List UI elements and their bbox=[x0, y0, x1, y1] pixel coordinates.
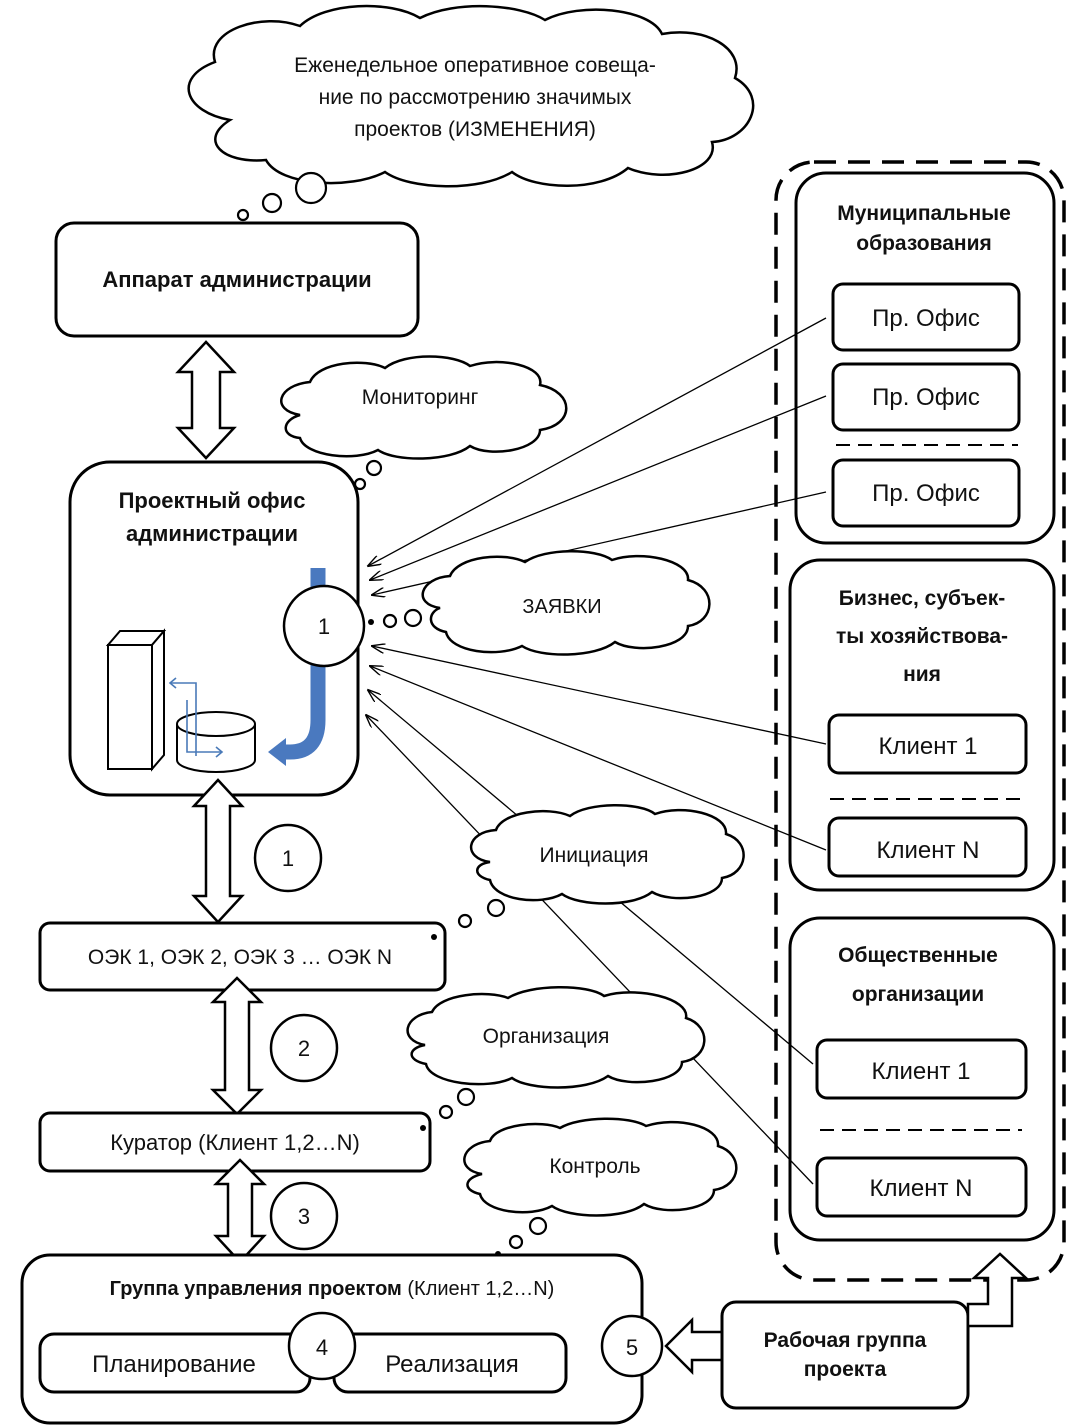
monitoring-label: Мониторинг bbox=[362, 386, 479, 409]
double-arrow-curator-group bbox=[212, 1158, 268, 1264]
curator-label: Куратор (Клиент 1,2…N) bbox=[110, 1130, 360, 1155]
public-client-label-2: Клиент N bbox=[870, 1175, 973, 1202]
arrow-public-n bbox=[366, 715, 814, 1185]
initiation-cloud: Инициация bbox=[470, 804, 745, 905]
project-group-title: Группа управления проектом (Клиент 1,2…N… bbox=[110, 1278, 555, 1300]
step-badge-office bbox=[282, 584, 366, 668]
sync-arrows-icon bbox=[168, 677, 224, 758]
business-title-line1: Бизнес, субъек- bbox=[839, 587, 1005, 610]
planning-label: Планирование bbox=[92, 1351, 256, 1378]
arrow-municipal-1 bbox=[368, 317, 827, 566]
arrow-business-1 bbox=[372, 646, 827, 745]
meeting-text-line2: ние по рассмотрению значимых bbox=[319, 86, 632, 109]
monitoring-cloud: Мониторинг bbox=[280, 355, 568, 460]
database-icon bbox=[176, 711, 256, 773]
step-badge-3 bbox=[269, 1181, 339, 1251]
external-participants-container bbox=[774, 160, 1066, 1282]
organization-cloud: Организация bbox=[406, 986, 706, 1089]
public-orgs-title-line1: Общественные bbox=[838, 944, 998, 967]
project-office-title-line1: Проектный офис bbox=[119, 488, 306, 513]
step-badge-2 bbox=[269, 1013, 339, 1083]
business-client-label-1: Клиент 1 bbox=[879, 733, 978, 760]
double-arrow-apparatus-office bbox=[175, 340, 237, 460]
public-orgs-group: Общественные организации Клиент 1 Клиент… bbox=[788, 916, 1056, 1242]
oek-corner-dot bbox=[431, 934, 437, 940]
initiation-label: Инициация bbox=[540, 844, 649, 867]
business-title-line3: ния bbox=[903, 663, 941, 686]
meeting-cloud: Еженедельное оперативное совеща- ние по … bbox=[187, 4, 755, 188]
requests-label: ЗАЯВКИ bbox=[522, 596, 601, 618]
admin-apparatus-box bbox=[54, 221, 420, 338]
public-client-box-1 bbox=[815, 1038, 1028, 1100]
municipal-office-box-3 bbox=[831, 458, 1021, 528]
step-badge-office-label: 1 bbox=[318, 614, 330, 639]
municipal-office-label-2: Пр. Офис bbox=[872, 384, 980, 411]
control-thought-bubbles bbox=[495, 1216, 548, 1257]
meeting-thought-bubbles bbox=[236, 171, 328, 222]
double-arrow-oek-curator bbox=[209, 976, 265, 1116]
meeting-text-line3: проектов (ИЗМЕНЕНИЯ) bbox=[354, 118, 596, 141]
process-flow-arrow-icon bbox=[268, 568, 326, 766]
control-label: Контроль bbox=[549, 1155, 640, 1178]
municipal-title-line2: образования bbox=[856, 232, 991, 255]
work-group-line2: проекта bbox=[804, 1358, 887, 1381]
business-client-label-2: Клиент N bbox=[877, 837, 980, 864]
step-badge-1 bbox=[253, 823, 323, 893]
organization-thought-bubbles bbox=[423, 1087, 476, 1127]
arrow-business-n bbox=[370, 666, 827, 851]
double-arrow-office-oek bbox=[191, 778, 245, 924]
municipal-office-box-1 bbox=[831, 282, 1021, 352]
business-client-box-1 bbox=[827, 713, 1028, 775]
step-badge-3-label: 3 bbox=[298, 1204, 310, 1229]
requests-thought-bubbles bbox=[368, 608, 423, 629]
server-tower-icon bbox=[105, 628, 167, 772]
requests-cloud: ЗАЯВКИ bbox=[421, 550, 711, 656]
step-badge-4 bbox=[287, 1311, 357, 1381]
step-badge-5-label: 5 bbox=[626, 1335, 638, 1360]
meeting-text-line1: Еженедельное оперативное совеща- bbox=[294, 54, 656, 77]
public-orgs-title-line2: организации bbox=[852, 983, 984, 1006]
realization-label: Реализация bbox=[385, 1351, 519, 1378]
oek-label: ОЭК 1, ОЭК 2, ОЭК 3 … ОЭК N bbox=[88, 946, 392, 969]
arrow-municipal-2 bbox=[370, 395, 827, 580]
business-client-box-2 bbox=[827, 816, 1028, 878]
initiation-thought-bubbles bbox=[435, 898, 506, 937]
organization-label: Организация bbox=[483, 1025, 610, 1048]
step-badge-5 bbox=[600, 1314, 664, 1378]
admin-apparatus-label: Аппарат администрации bbox=[102, 267, 371, 292]
municipal-group: Муниципальные образования Пр. Офис Пр. О… bbox=[794, 171, 1056, 545]
step-badge-2-label: 2 bbox=[298, 1036, 310, 1061]
municipal-office-box-2 bbox=[831, 362, 1021, 432]
step-badge-4-label: 4 bbox=[316, 1335, 328, 1360]
municipal-title-line1: Муниципальные bbox=[837, 202, 1011, 225]
project-office-title-line2: администрации bbox=[126, 521, 298, 546]
control-cloud: Контроль bbox=[463, 1117, 738, 1217]
step-badge-1-label: 1 bbox=[282, 846, 294, 871]
municipal-office-label-1: Пр. Офис bbox=[872, 305, 980, 332]
arrow-workgroup-to-participants bbox=[966, 1252, 1030, 1328]
public-client-box-2 bbox=[815, 1156, 1028, 1218]
business-title-line2: ты хозяйствова- bbox=[836, 625, 1008, 648]
business-group: Бизнес, субъек- ты хозяйствова- ния Клие… bbox=[788, 558, 1056, 892]
arrow-workgroup-to-project-group bbox=[664, 1316, 724, 1376]
work-group-line1: Рабочая группа bbox=[764, 1329, 927, 1352]
municipal-office-label-3: Пр. Офис bbox=[872, 480, 980, 507]
curator-corner-dot bbox=[420, 1125, 426, 1131]
work-group-box bbox=[720, 1300, 970, 1410]
public-client-label-1: Клиент 1 bbox=[872, 1058, 971, 1085]
